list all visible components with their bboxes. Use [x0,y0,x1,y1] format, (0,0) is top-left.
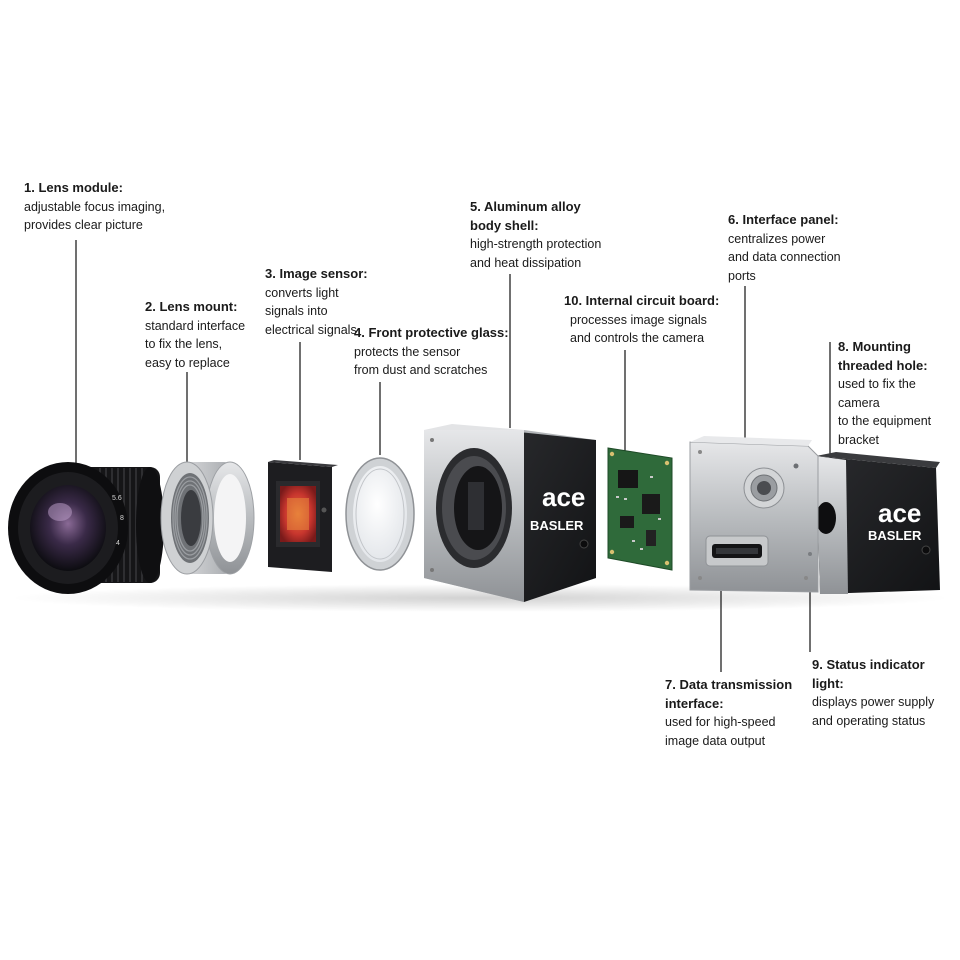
callout-title: 4. Front protective glass: [354,325,509,340]
callout-interface-panel: 6. Interface panel: centralizes power an… [728,211,888,285]
svg-text:8: 8 [120,515,124,522]
ace-logo-text-rear: ace [878,498,921,528]
callout-circuit-board: 10. Internal circuit board: processes im… [564,292,754,348]
callout-lens-module: 1. Lens module: adjustable focus imaging… [24,179,194,235]
callout-title: 9. Status indicator light: [812,657,925,691]
callout-threaded-hole: 8. Mounting threaded hole: used to fix t… [838,338,958,449]
callout-title: 6. Interface panel: [728,212,839,227]
front-glass-illustration [345,457,415,571]
circuit-board-illustration [607,447,673,571]
basler-logo-text-rear: BASLER [868,528,922,543]
callout-data-interface: 7. Data transmission interface: used for… [665,676,815,750]
body-shell-illustration: ace BASLER [424,424,596,602]
callout-title: 2. Lens mount: [145,299,238,314]
ace-logo-text: ace [542,482,585,512]
callout-description: centralizes power and data connection po… [728,231,841,283]
callout-title: 1. Lens module: [24,180,123,195]
callout-description: used for high-speed image data output [665,715,776,748]
lens-mount-illustration [160,461,255,575]
callout-description: standard interface to fix the lens, easy… [145,318,246,370]
lens-module-illustration: 5.6 8 4 [8,462,164,594]
callout-image-sensor: 3. Image sensor: converts light signals … [265,265,375,339]
basler-logo-text: BASLER [530,518,584,533]
svg-text:5.6: 5.6 [112,495,122,502]
callout-description: protects the sensor from dust and scratc… [354,344,488,378]
callout-description: high-strength protection and heat dissip… [470,237,602,270]
callout-front-glass: 4. Front protective glass: protects the … [354,324,529,380]
callout-description: displays power supply and operating stat… [812,695,935,728]
callout-title: 5. Aluminum alloy body shell: [470,199,581,233]
callout-title: 3. Image sensor: [265,266,368,281]
callout-title: 10. Internal circuit board: [564,293,720,308]
callout-title: 7. Data transmission interface: [665,677,793,711]
rear-camera-illustration: ace BASLER [689,436,940,594]
callout-description: adjustable focus imaging, provides clear… [24,199,166,233]
callout-description: processes image signals and controls the… [570,312,707,346]
callout-body-shell: 5. Aluminum alloy body shell: high-stren… [470,198,630,272]
image-sensor-illustration [268,460,338,572]
callout-description: used to fix the camera to the equipment … [838,377,932,447]
callout-description: converts light signals into electrical s… [265,285,357,337]
callout-title: 8. Mounting threaded hole: [838,339,928,373]
callout-lens-mount: 2. Lens mount: standard interface to fix… [145,298,265,372]
svg-text:4: 4 [116,540,120,547]
callout-status-light: 9. Status indicator light: displays powe… [812,656,958,730]
